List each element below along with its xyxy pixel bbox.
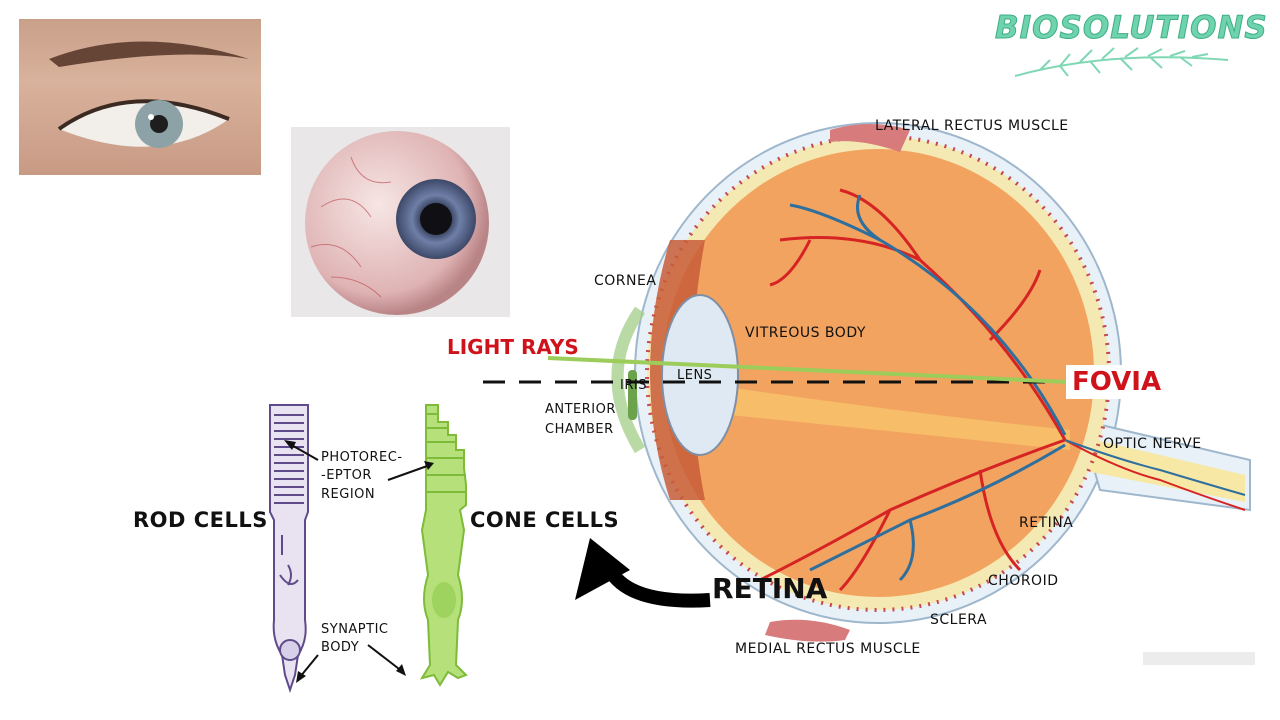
retinal-vessels-red (759, 188, 1067, 592)
lens-shape (661, 294, 739, 456)
progress-placeholder-bar (1143, 652, 1255, 665)
eye-illustration (49, 41, 249, 148)
label-fovia: FOVIA (1066, 365, 1168, 399)
brand-logo: BIOSOLUTIONS (995, 10, 1268, 47)
label-lateral-rectus: LATERAL RECTUS MUSCLE (875, 118, 1069, 134)
label-photoreceptor-2: -EPTOR (321, 468, 372, 483)
label-iris: IRIS (620, 378, 647, 393)
cornea-shape (611, 306, 646, 454)
palm-leaf-icon (1014, 47, 1229, 77)
label-photoreceptor-1: PHOTOREC- (321, 450, 403, 465)
label-synaptic-2: BODY (321, 640, 360, 655)
lateral-rectus-muscle (830, 124, 910, 152)
label-optic-nerve: OPTIC NERVE (1103, 436, 1202, 452)
label-retina-big: RETINA (712, 572, 828, 605)
optic-nerve (1075, 435, 1245, 502)
label-cone-cells: CONE CELLS (470, 508, 620, 532)
label-medial-rectus: MEDIAL RECTUS MUSCLE (735, 641, 921, 657)
eyeball-illustration (305, 131, 489, 315)
label-choroid: CHOROID (988, 573, 1059, 589)
rod-cell-diagram (269, 404, 309, 694)
label-light-rays: LIGHT RAYS (447, 335, 579, 359)
label-cornea: CORNEA (594, 273, 657, 289)
label-vitreous-body: VITREOUS BODY (745, 325, 866, 341)
human-eye-photo (19, 19, 261, 175)
optic-vessel-blue (1064, 439, 1246, 496)
eyeball-photo (291, 127, 510, 317)
medial-rectus-muscle (765, 619, 850, 642)
optic-vessel-red (1064, 439, 1246, 511)
cone-cell-diagram (419, 404, 468, 687)
label-anterior-chamber-1: ANTERIOR (545, 402, 616, 417)
label-lens: LENS (677, 368, 713, 383)
label-retina-small: RETINA (1019, 515, 1074, 531)
retinal-vessels-blue (789, 194, 1067, 582)
light-ray-line (547, 356, 1069, 384)
label-synaptic-1: SYNAPTIC (321, 622, 389, 637)
label-photoreceptor-3: REGION (321, 487, 376, 502)
label-sclera: SCLERA (930, 612, 988, 628)
curved-arrow-icon (575, 538, 711, 608)
label-rod-cells: ROD CELLS (133, 508, 268, 532)
macula-band (680, 380, 1070, 450)
label-anterior-chamber-2: CHAMBER (545, 422, 614, 437)
